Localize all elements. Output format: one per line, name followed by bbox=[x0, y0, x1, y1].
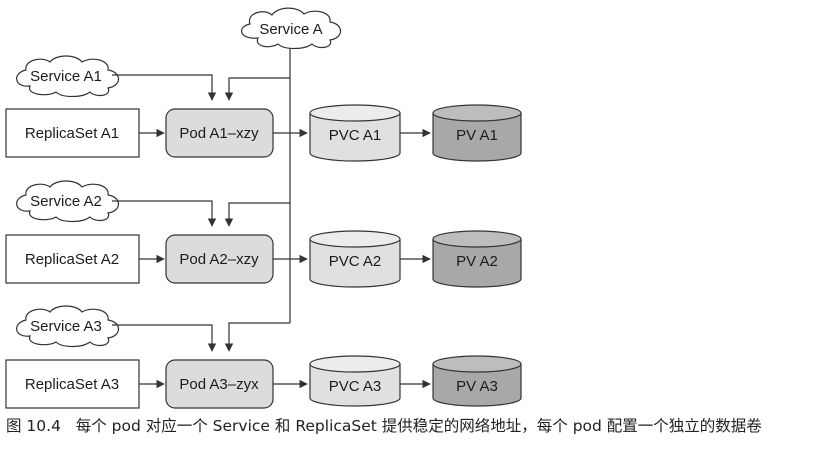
pvc-a3-cylinder: PVC A3 bbox=[309, 355, 401, 407]
pvc-a2-label: PVC A2 bbox=[329, 253, 382, 270]
service-a-label: Service A bbox=[259, 21, 322, 38]
pv-a3-label: PV A3 bbox=[456, 378, 498, 395]
pv-a2-cylinder: PV A2 bbox=[432, 230, 522, 288]
service-a3-cloud: Service A3 bbox=[16, 305, 120, 348]
statefulset-diagram: Service A Service A1 ReplicaSet A1 Pod A… bbox=[5, 7, 522, 409]
pvc-a1-label: PVC A1 bbox=[329, 127, 382, 144]
service-a2-label: Service A2 bbox=[30, 193, 102, 210]
replicaset-a2-box bbox=[5, 234, 140, 284]
replicaset-a3-box bbox=[5, 359, 140, 409]
replicaset-a1-label: ReplicaSet A1 bbox=[25, 125, 119, 142]
pod-a2-label: Pod A2–xzy bbox=[179, 251, 259, 268]
service-a-cloud: Service A bbox=[241, 7, 342, 50]
service-a3-to-pod-arrow bbox=[112, 324, 217, 352]
pvc-a1-cylinder: PVC A1 bbox=[309, 104, 401, 162]
pod-a3-label: Pod A3–zyx bbox=[179, 376, 259, 393]
service-a3-label: Service A3 bbox=[30, 318, 102, 335]
figure-caption-text: 每个 pod 对应一个 Service 和 ReplicaSet 提供稳定的网络… bbox=[75, 417, 762, 435]
figure-caption: 图 10.4 每个 pod 对应一个 Service 和 ReplicaSet … bbox=[6, 416, 806, 437]
row-1: Service A1 ReplicaSet A1 Pod A1–xzy PVC … bbox=[5, 55, 522, 162]
pv-a1-cylinder: PV A1 bbox=[432, 104, 522, 162]
pvc-a2-cylinder: PVC A2 bbox=[309, 230, 401, 288]
figure-number: 图 10.4 bbox=[6, 417, 61, 435]
service-a-to-pod-a1-arrow bbox=[224, 77, 290, 101]
replicaset-a2-label: ReplicaSet A2 bbox=[25, 251, 119, 268]
pv-a2-label: PV A2 bbox=[456, 253, 498, 270]
row-3: Service A3 ReplicaSet A3 Pod A3–zyx PVC … bbox=[5, 305, 522, 409]
service-a1-label: Service A1 bbox=[30, 68, 102, 85]
service-a-to-pod-a2-arrow bbox=[224, 202, 290, 227]
row-2: Service A2 ReplicaSet A2 Pod A2–xzy PVC … bbox=[5, 180, 522, 288]
service-a1-cloud: Service A1 bbox=[16, 55, 120, 98]
service-a-to-pod-a3-arrow bbox=[224, 322, 290, 352]
service-a2-to-pod-arrow bbox=[112, 200, 217, 227]
pod-a1-label: Pod A1–xzy bbox=[179, 125, 259, 142]
service-a2-cloud: Service A2 bbox=[16, 180, 120, 223]
pv-a1-label: PV A1 bbox=[456, 127, 498, 144]
service-a1-to-pod-arrow bbox=[112, 74, 217, 101]
pvc-a3-label: PVC A3 bbox=[329, 378, 382, 395]
replicaset-a3-label: ReplicaSet A3 bbox=[25, 376, 119, 393]
pv-a3-cylinder: PV A3 bbox=[432, 355, 522, 407]
